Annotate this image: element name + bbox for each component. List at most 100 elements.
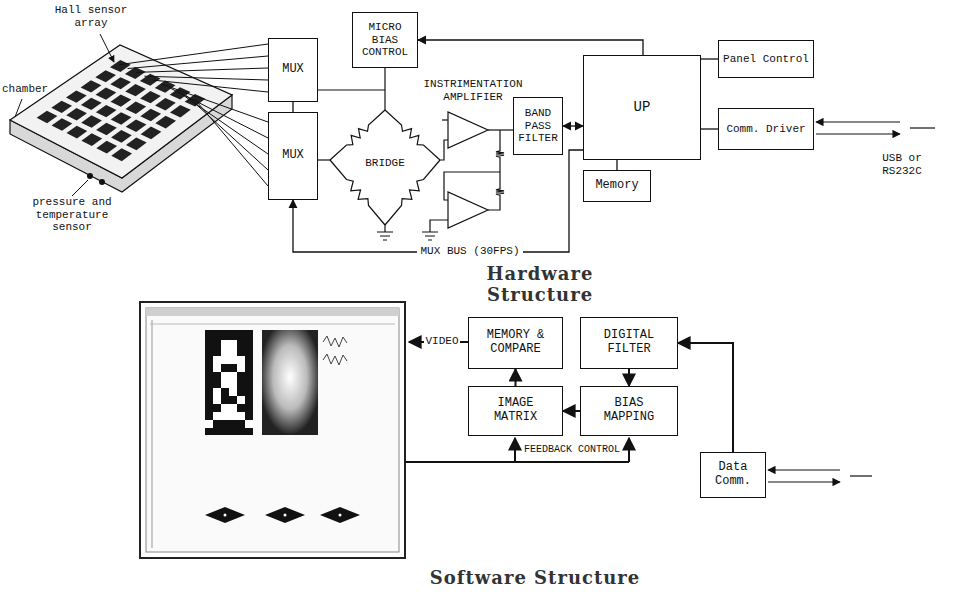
hall-sensor-grid xyxy=(81,133,102,146)
monitor-screen xyxy=(213,364,221,372)
circuit-wire xyxy=(318,159,330,160)
monitor-screen xyxy=(262,330,318,435)
sensor-wire xyxy=(119,44,268,65)
comm-port-arrow xyxy=(910,127,935,128)
port-label: USB or RS232C xyxy=(872,152,932,177)
box-text: MICRO BIAS CONTROL xyxy=(356,21,414,59)
hall-sensor-grid xyxy=(96,87,117,99)
bridge-circuit xyxy=(330,110,385,160)
hall-sensor-grid xyxy=(111,148,132,161)
process-box: MEMORY & COMPARE xyxy=(468,317,563,369)
connector-line xyxy=(515,369,517,386)
hall-sensor-grid xyxy=(67,126,88,139)
hall-sensor-grid xyxy=(140,74,161,86)
connector-line xyxy=(616,160,617,170)
bridge-circuit xyxy=(496,146,504,162)
circuit-wire xyxy=(377,232,393,240)
mux-box: MUX xyxy=(268,38,318,102)
sensor-wire xyxy=(195,99,268,186)
op-amp xyxy=(448,112,488,228)
circuit-wire xyxy=(440,140,448,160)
part-label: Hall sensor array xyxy=(48,4,134,29)
sensor-wire xyxy=(119,44,268,186)
hall-sensor-grid xyxy=(81,98,102,110)
hall-sensor-grid xyxy=(66,108,87,120)
sensor-wire xyxy=(144,76,268,80)
process-box: BIAS MAPPING xyxy=(580,386,678,436)
monitor-screen xyxy=(205,507,245,523)
box-text: Panel Control xyxy=(723,53,809,66)
bus-label: MUX BUS (30FPS) xyxy=(417,245,522,258)
monitor-screen xyxy=(245,420,253,428)
hall-sensor-grid xyxy=(155,98,176,110)
hall-sensor-grid xyxy=(155,116,176,129)
sensor-wire xyxy=(178,92,268,154)
monitor-screen xyxy=(221,380,229,388)
comm-port-arrow xyxy=(768,469,840,470)
memory-box: Memory xyxy=(583,170,651,202)
hall-sensor-grid xyxy=(140,91,161,103)
monitor-screen xyxy=(284,514,287,517)
monitor-screen xyxy=(152,320,153,548)
monitor-screen xyxy=(229,412,237,420)
sensor-wire xyxy=(170,88,268,138)
box-text: Data Comm. xyxy=(704,461,762,489)
hall-sensor-grid xyxy=(126,137,147,150)
monitor-screen xyxy=(237,412,245,420)
box-text: IMAGE MATRIX xyxy=(485,397,547,425)
box-text: UP xyxy=(634,99,651,115)
comm-port-arrow xyxy=(816,133,900,134)
box-text: MUX xyxy=(282,149,304,163)
circuit-wire xyxy=(430,220,448,232)
monitor-screen xyxy=(229,348,237,356)
circuit-wire xyxy=(442,119,448,120)
sensor-wire xyxy=(153,80,268,92)
monitor-screen xyxy=(205,330,253,435)
part-label: BRIDGE xyxy=(355,157,415,170)
hall-sensor-grid xyxy=(37,111,58,123)
hall-sensor-grid xyxy=(126,119,147,132)
box-text: MEMORY & COMPARE xyxy=(485,329,547,357)
monitor-screen xyxy=(221,404,229,412)
bridge-circuit xyxy=(385,160,440,225)
monitor-screen xyxy=(229,340,237,348)
box-text: BAND PASS FILTER xyxy=(517,107,559,145)
monitor-screen xyxy=(229,356,237,364)
hall-sensor-grid xyxy=(96,105,117,117)
op-amp xyxy=(448,192,488,228)
sensor-chamber xyxy=(10,45,232,178)
process-box: DIGITAL FILTER xyxy=(580,317,678,369)
connector-line xyxy=(563,125,583,126)
connector-line xyxy=(293,150,583,252)
comm-port-arrow xyxy=(768,481,840,482)
software-flow-line xyxy=(514,438,516,462)
sensor-wire xyxy=(161,84,268,122)
hall-sensor-grid xyxy=(96,123,117,136)
leader-line xyxy=(72,180,88,196)
sensor-chamber xyxy=(87,173,93,179)
leader-line xyxy=(100,34,114,62)
comm-port-arrow xyxy=(816,121,900,122)
connector-line xyxy=(292,102,293,112)
filter-box: BAND PASS FILTER xyxy=(513,97,563,155)
box-text: Memory xyxy=(595,179,638,193)
sensor-wire xyxy=(136,68,268,72)
signal-label: VIDEO xyxy=(424,335,460,348)
box-text: BIAS MAPPING xyxy=(598,397,660,425)
monitor-screen xyxy=(320,507,360,523)
monitor-screen xyxy=(140,302,405,558)
hall-sensor-grid xyxy=(140,109,161,122)
monitor-screen xyxy=(213,412,221,420)
comm-port-arrow xyxy=(768,122,935,482)
hall-sensor-grid xyxy=(111,130,132,143)
sensor-wire xyxy=(128,56,268,69)
monitor-screen xyxy=(229,388,237,396)
hall-sensor-grid xyxy=(81,80,102,92)
connector-line xyxy=(678,343,733,452)
monitor-screen xyxy=(213,388,221,396)
connector-line xyxy=(701,128,718,129)
hall-sensor-grid xyxy=(95,70,116,82)
connector-line xyxy=(628,369,630,386)
circuit-wire xyxy=(499,162,500,184)
